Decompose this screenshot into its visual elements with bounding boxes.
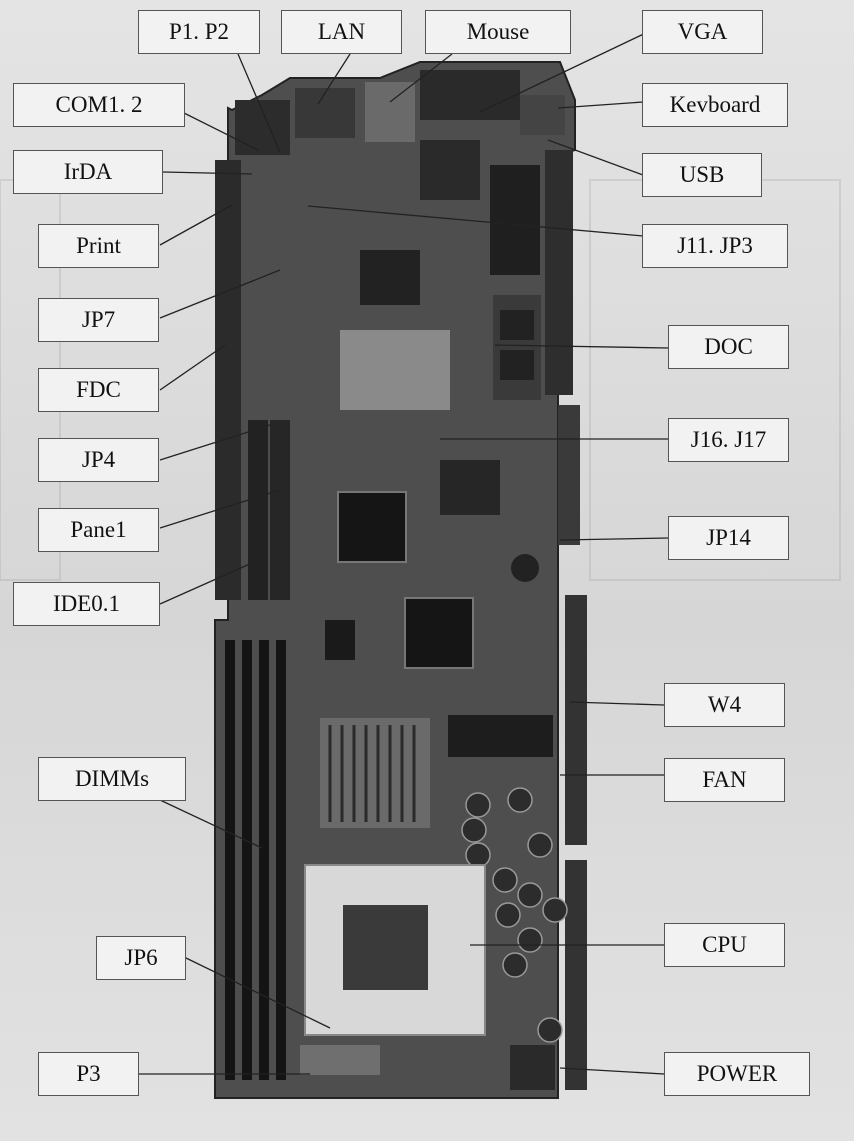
label-fdc: FDC: [38, 368, 159, 412]
label-j16-j17: J16. J17: [668, 418, 789, 462]
label-dimms: DIMMs: [38, 757, 186, 801]
label-keyboard: Kevboard: [642, 83, 788, 127]
label-w4: W4: [664, 683, 785, 727]
label-com12: COM1. 2: [13, 83, 185, 127]
label-j11-jp3: J11. JP3: [642, 224, 788, 268]
label-mouse: Mouse: [425, 10, 571, 54]
label-vga: VGA: [642, 10, 763, 54]
label-jp14: JP14: [668, 516, 789, 560]
label-doc: DOC: [668, 325, 789, 369]
label-panel: Pane1: [38, 508, 159, 552]
label-lan: LAN: [281, 10, 402, 54]
label-power: POWER: [664, 1052, 810, 1096]
label-irda: IrDA: [13, 150, 163, 194]
label-print: Print: [38, 224, 159, 268]
label-jp7: JP7: [38, 298, 159, 342]
label-cpu: CPU: [664, 923, 785, 967]
label-p1-p2: P1. P2: [138, 10, 260, 54]
label-ide01: IDE0.1: [13, 582, 160, 626]
label-jp6: JP6: [96, 936, 186, 980]
label-fan: FAN: [664, 758, 785, 802]
label-usb: USB: [642, 153, 762, 197]
label-jp4: JP4: [38, 438, 159, 482]
label-p3: P3: [38, 1052, 139, 1096]
pcb-board: [215, 62, 587, 1098]
